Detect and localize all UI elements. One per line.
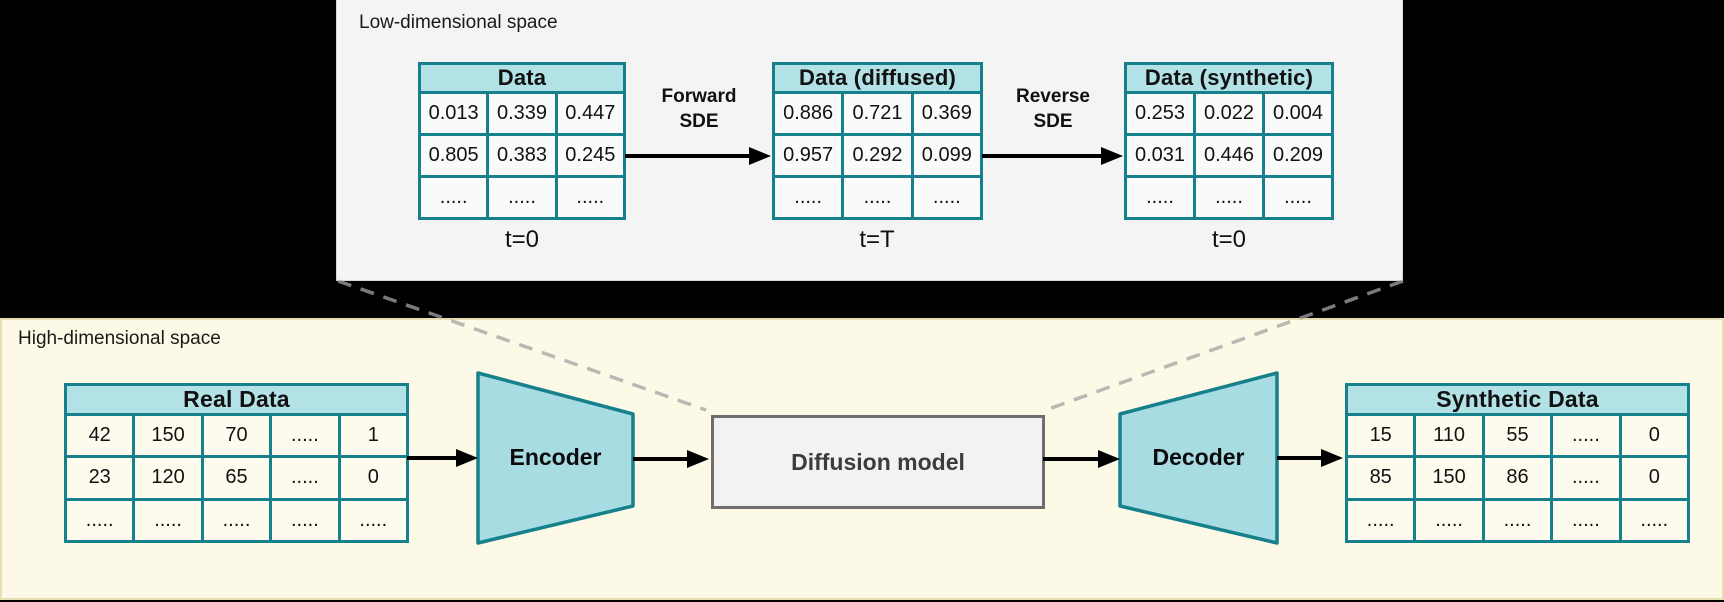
table-cell: ..... (272, 416, 338, 456)
table-cell: 0.031 (1127, 136, 1193, 175)
forward-sde-line1: Forward (661, 86, 737, 107)
table-cell: 0.022 (1196, 94, 1262, 133)
reverse-sde-line1: Reverse (1016, 86, 1090, 107)
table-cell: 0 (1621, 458, 1687, 498)
table-cell: 70 (203, 416, 270, 456)
table-cell: 0.805 (421, 136, 487, 175)
table-cell: 55 (1484, 416, 1551, 456)
table-cell: ..... (1621, 500, 1687, 540)
table-cell: 0.957 (775, 136, 842, 175)
table-cell: ..... (340, 500, 406, 540)
table-cell: ..... (489, 178, 555, 217)
table-cell: 0 (340, 458, 406, 498)
table-cell: ..... (421, 178, 487, 217)
table-cell: 15 (1348, 416, 1414, 456)
table-cell: ..... (775, 178, 842, 217)
table-cell: 85 (1348, 458, 1414, 498)
table-cell: ..... (272, 458, 338, 498)
table-cell: 0.721 (844, 94, 911, 133)
table-cell: 0.209 (1265, 136, 1331, 175)
table-title: Data (diffused) (775, 65, 980, 91)
table-cell: ..... (67, 500, 133, 540)
table-cell: 23 (67, 458, 133, 498)
table-cell: 1 (340, 416, 406, 456)
table-cell: ..... (844, 178, 911, 217)
table-cell: ..... (272, 500, 338, 540)
table-cell: 0.886 (775, 94, 842, 133)
table-cell: 0.004 (1265, 94, 1331, 133)
forward-sde-label: Forward SDE (662, 84, 737, 134)
reverse-sde-line2: SDE (1033, 111, 1073, 132)
table-cell: 120 (135, 458, 201, 498)
decoder-label: Decoder (1152, 444, 1245, 470)
table-title: Data (421, 65, 623, 91)
table-cell: ..... (1196, 178, 1262, 217)
table-cell: 0.099 (913, 136, 980, 175)
table-cell: 0.383 (489, 136, 555, 175)
time-label-t0-left: t=0 (504, 226, 540, 253)
table-cell: 0 (1621, 416, 1687, 456)
table-title: Synthetic Data (1348, 386, 1687, 413)
table-cell: 0.369 (913, 94, 980, 133)
table-cell: ..... (1484, 500, 1551, 540)
table-cell: ..... (1348, 500, 1414, 540)
table-cell: 150 (135, 416, 201, 456)
table-cell: ..... (1416, 500, 1482, 540)
high-dimensional-label: High-dimensional space (18, 328, 221, 349)
table-cell: 0.447 (557, 94, 623, 133)
table-cell: 42 (67, 416, 133, 456)
time-label-t0-right: t=0 (1211, 226, 1247, 253)
table-cell: ..... (203, 500, 270, 540)
encoder-label: Encoder (509, 444, 602, 470)
table-cell: ..... (1553, 500, 1619, 540)
diffusion-model-label: Diffusion model (791, 448, 965, 475)
table-cell: 150 (1416, 458, 1482, 498)
table-cell: ..... (1553, 416, 1619, 456)
table-cell: 0.253 (1127, 94, 1193, 133)
diffusion-model-box: Diffusion model (711, 415, 1045, 509)
table-cell: 0.245 (557, 136, 623, 175)
table-cell: 65 (203, 458, 270, 498)
table-cell: 0.292 (844, 136, 911, 175)
low-dimensional-label: Low-dimensional space (359, 12, 558, 33)
time-label-tT: t=T (859, 226, 895, 253)
table-title: Data (synthetic) (1127, 65, 1331, 91)
table-cell: ..... (1127, 178, 1193, 217)
table-cell: ..... (1265, 178, 1331, 217)
table-cell: ..... (913, 178, 980, 217)
table-cell: 86 (1484, 458, 1551, 498)
table-cell: 110 (1416, 416, 1482, 456)
table-cell: ..... (557, 178, 623, 217)
table-cell: 0.013 (421, 94, 487, 133)
table-cell: ..... (135, 500, 201, 540)
reverse-sde-label: Reverse SDE (1016, 84, 1090, 134)
forward-sde-line2: SDE (679, 111, 719, 132)
table-cell: 0.446 (1196, 136, 1262, 175)
table-cell: 0.339 (489, 94, 555, 133)
table-title: Real Data (67, 386, 406, 413)
table-cell: ..... (1553, 458, 1619, 498)
